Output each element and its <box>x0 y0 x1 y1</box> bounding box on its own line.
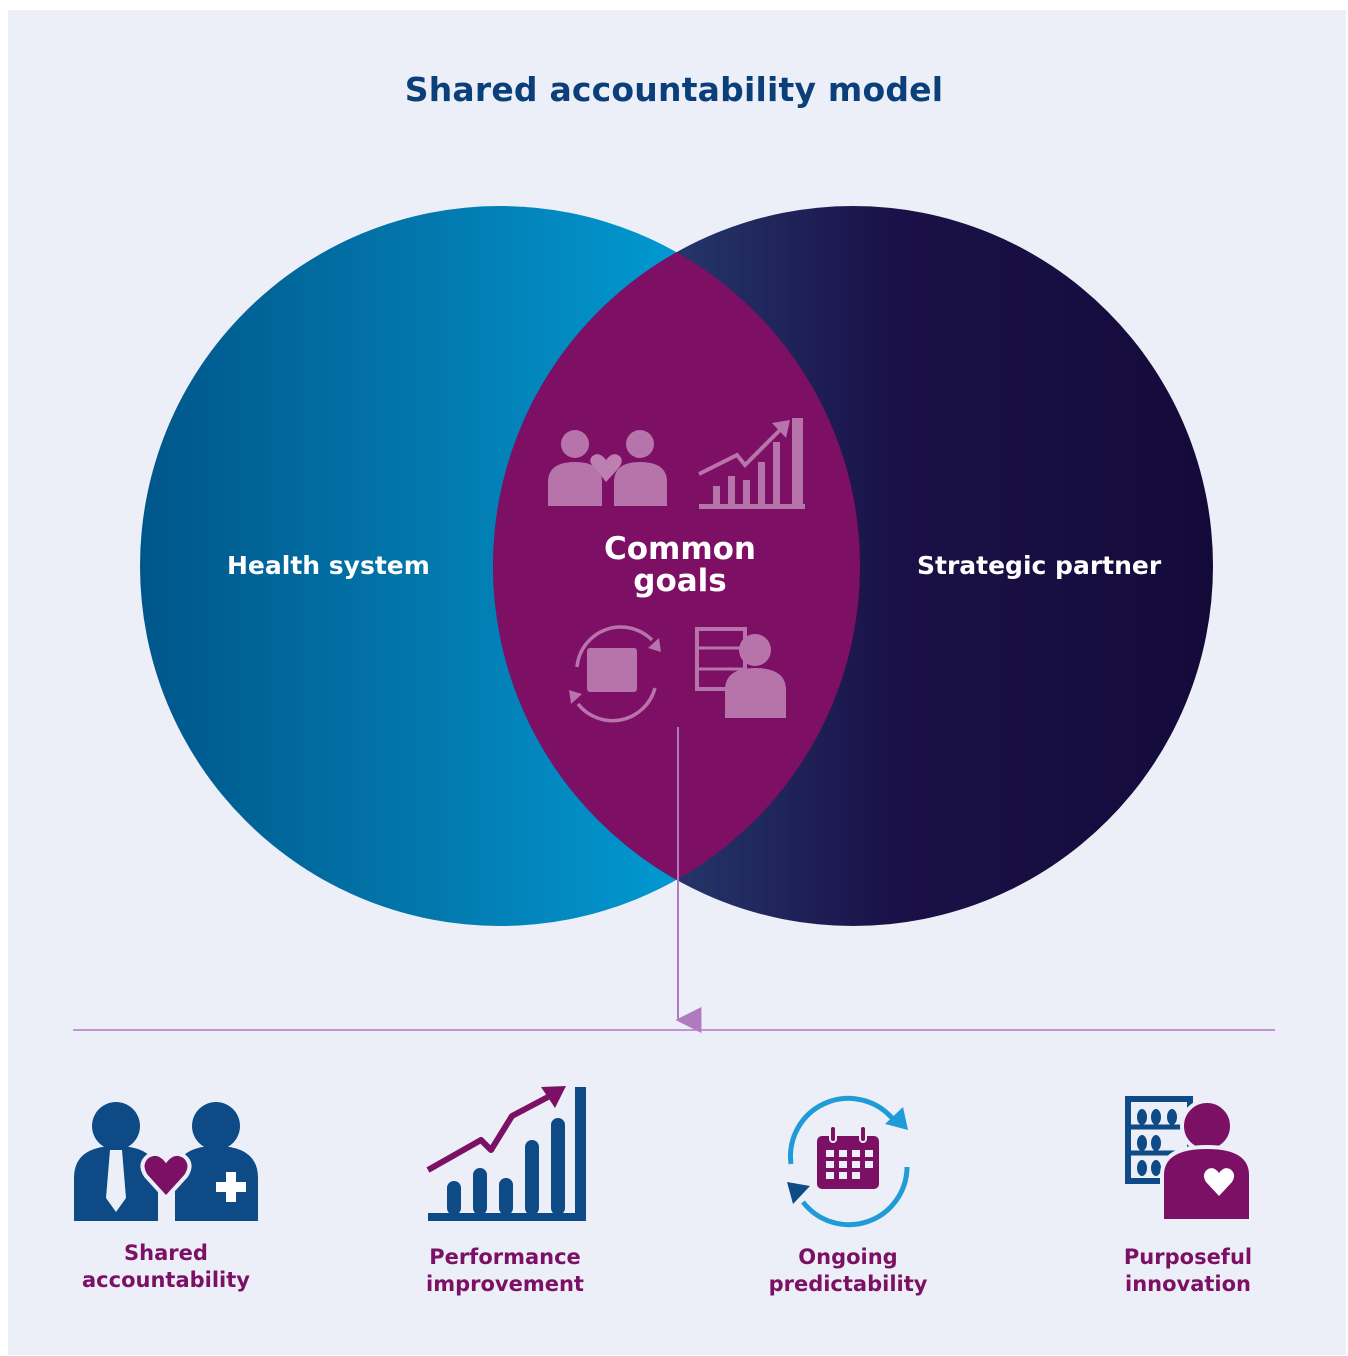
performance-chart-icon <box>426 1086 586 1221</box>
caption-line: Shared <box>124 1241 208 1265</box>
calendar-cycle-icon <box>787 1095 910 1228</box>
common-goals-label: Common goals <box>540 533 820 597</box>
common-goals-line-2: goals <box>633 563 727 599</box>
calendar-cycle-small-icon <box>569 625 661 723</box>
strategic-partner-label: Strategic partner <box>917 551 1162 580</box>
abacus-person-small-icon <box>695 627 786 718</box>
caption-line: accountability <box>82 1268 250 1292</box>
caption-line: Ongoing <box>798 1245 898 1269</box>
common-goals-intersection <box>493 206 860 926</box>
caption-line: innovation <box>1125 1272 1251 1296</box>
caption-line: Performance <box>429 1245 581 1269</box>
performance-chart-small-icon <box>698 418 805 509</box>
intersection-icons <box>548 418 805 723</box>
caption-line: Purposeful <box>1123 1245 1253 1269</box>
abacus-person-icon <box>1125 1096 1253 1223</box>
performance-improvement-caption: Performance improvement <box>375 1244 635 1298</box>
caption-line: predictability <box>768 1272 928 1296</box>
shared-accountability-small-icon <box>548 430 667 506</box>
diagram-title: Shared accountability model <box>404 70 944 109</box>
shared-accountability-caption: Shared accountability <box>36 1240 296 1294</box>
ongoing-predictability-caption: Ongoing predictability <box>718 1244 978 1298</box>
common-goals-line-1: Common <box>603 531 757 567</box>
health-system-label: Health system <box>227 551 430 580</box>
purposeful-innovation-caption: Purposeful innovation <box>1058 1244 1318 1298</box>
shared-accountability-icon <box>74 1102 258 1221</box>
caption-line: improvement <box>426 1272 584 1296</box>
